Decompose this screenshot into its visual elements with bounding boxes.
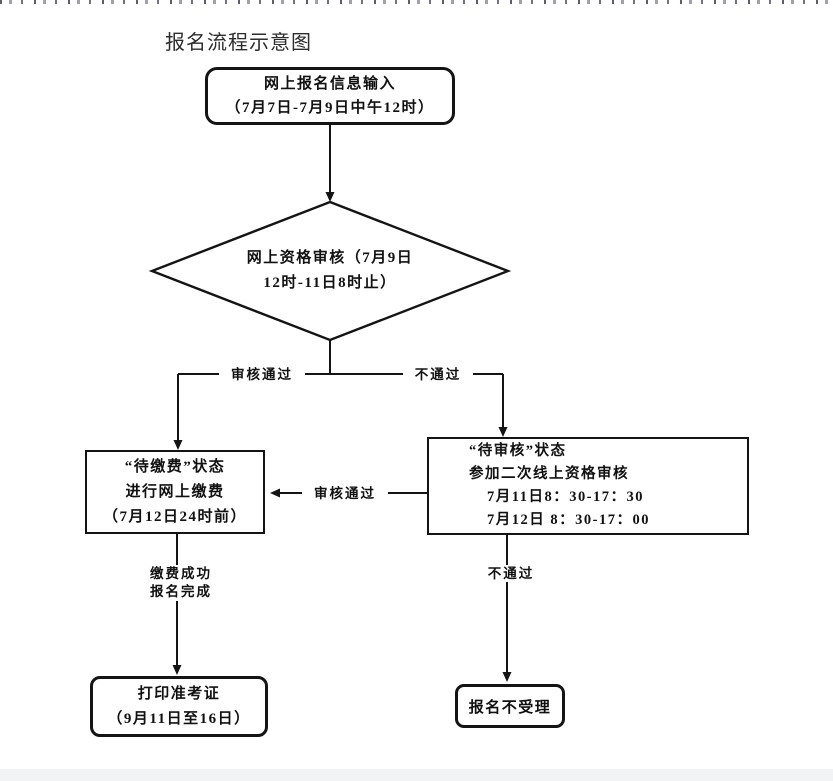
node-review-line2: 12时-11日8时止）: [263, 275, 397, 291]
node-pending-payment-line1: “待缴费”状态: [124, 458, 226, 475]
edge-label-payment-done: 缴费成功 报名完成: [127, 565, 235, 601]
arrowhead-payment-print: [172, 665, 182, 675]
node-pending-payment-line3: （7月12日24时前）: [102, 508, 247, 525]
node-pending-payment: “待缴费”状态 进行网上缴费 （7月12日24时前）: [85, 450, 265, 534]
edge-label-review-fail: 不通过: [403, 366, 473, 383]
node-not-accepted-line1: 报名不受理: [468, 699, 552, 716]
node-not-accepted: 报名不受理: [455, 684, 565, 728]
node-review-line1: 网上资格审核（7月9日: [246, 250, 414, 266]
node-print-ticket: 打印准考证 （9月11日至16日）: [90, 676, 268, 737]
node-pending-review-line2: 参加二次线上资格审核: [469, 466, 629, 482]
node-online-input: 网上报名信息输入 （7月7日-7月9日中午12时）: [205, 67, 455, 125]
node-print-ticket-line1: 打印准考证: [137, 685, 221, 702]
page-title: 报名流程示意图: [165, 32, 312, 54]
edge-label-review-pass: 审核通过: [219, 366, 305, 383]
node-pending-review-line1: “待审核”状态: [469, 443, 567, 459]
arrowhead-fail-reject: [502, 672, 512, 682]
edge-label-payment-done-line1: 缴费成功: [150, 566, 212, 581]
node-pending-review-line4: 7月12日 8：30-17：00: [487, 512, 650, 528]
node-online-input-line1: 网上报名信息输入: [263, 76, 396, 92]
node-review-diamond-text: 网上资格审核（7月9日 12时-11日8时止）: [180, 246, 480, 296]
arrowhead-branch-right: [498, 427, 508, 437]
clipped-text-artifact: [0, 0, 833, 4]
node-online-input-line2: （7月7日-7月9日中午12时）: [225, 100, 435, 116]
edge-label-second-review-fail: 不通过: [474, 565, 548, 582]
node-print-ticket-line2: （9月11日至16日）: [107, 710, 251, 727]
footer-strip: [0, 769, 833, 781]
node-pending-review-line3: 7月11日8：30-17：30: [487, 489, 645, 505]
arrowhead-input-review: [325, 192, 335, 202]
arrowhead-branch-left: [173, 440, 183, 450]
arrowhead-second-review-pass: [270, 488, 280, 498]
edge-label-second-review-pass: 审核通过: [302, 485, 388, 502]
edge-label-payment-done-line2: 报名完成: [150, 584, 212, 599]
node-pending-review: “待审核”状态 参加二次线上资格审核 7月11日8：30-17：30 7月12日…: [427, 437, 749, 535]
node-pending-payment-line2: 进行网上缴费: [125, 483, 225, 500]
